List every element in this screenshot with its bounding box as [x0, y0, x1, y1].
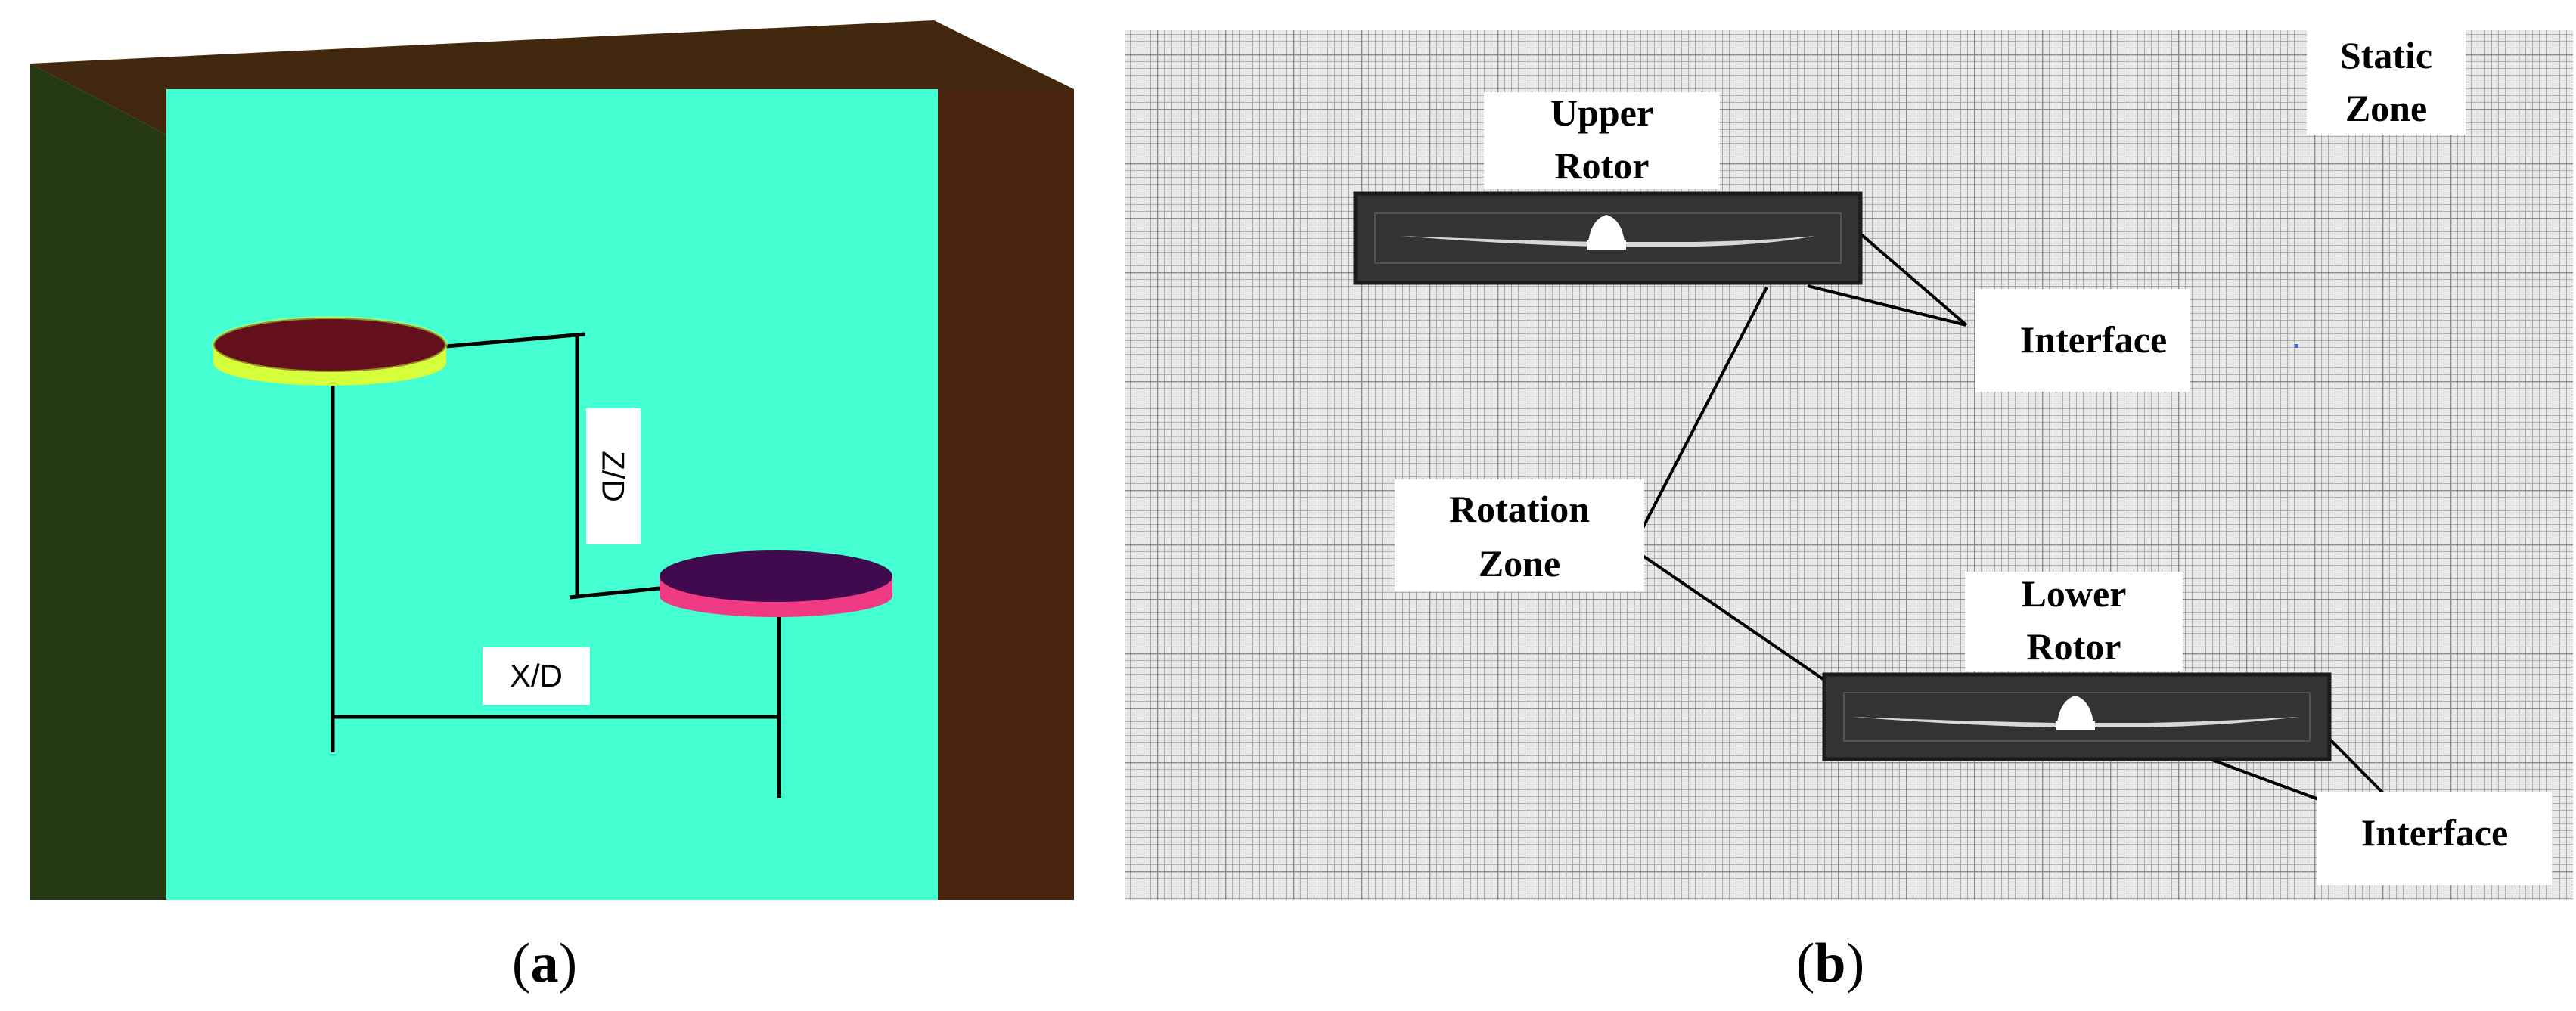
upper-hub: [1588, 215, 1625, 242]
rotation-zone-label-line2: Zone: [1479, 542, 1560, 585]
panel-a: Z/D X/D: [30, 20, 1074, 900]
panel-b: Static Zone Upper Rotor Interface Rotati…: [1125, 29, 2573, 900]
upper-rotor-disk: [212, 316, 448, 386]
interface-label-upper: Interface: [2020, 318, 2167, 361]
upper-rotation-zone: [1353, 191, 1863, 285]
upper-rotor-label-line1: Upper: [1550, 91, 1653, 134]
upper-blade: [1401, 236, 1815, 247]
interface-label-lower: Interface: [2361, 811, 2508, 854]
leader-lines: [1636, 229, 2391, 802]
lower-rotor-disk: [660, 550, 892, 617]
back-wall: [166, 89, 938, 900]
upper-rotor-top: [213, 318, 446, 372]
static-zone-label-line2: Zone: [2345, 87, 2427, 129]
lower-blade: [1851, 717, 2299, 727]
lower-hub: [2057, 696, 2093, 723]
zd-label: Z/D: [596, 451, 632, 502]
label-boxes: [1395, 29, 2552, 885]
upper-rotor-label-line2: Rotor: [1555, 144, 1650, 187]
right-wall: [938, 89, 1074, 900]
mesh-coarse-grid: [1125, 30, 2573, 900]
rotation-zone-label-line1: Rotation: [1449, 488, 1590, 530]
caption-b: (b): [1796, 932, 1864, 994]
lower-rotor-label-line1: Lower: [2022, 572, 2127, 615]
static-zone-label-line1: Static: [2340, 34, 2432, 76]
lower-rotor-label-line2: Rotor: [2027, 625, 2121, 668]
lower-rotation-zone: [1822, 672, 2332, 761]
caption-a: (a): [512, 932, 577, 994]
lower-rotor-top: [660, 550, 892, 602]
left-wall: [30, 64, 166, 900]
dimension-lines: [331, 332, 781, 798]
xd-label: X/D: [510, 658, 563, 693]
